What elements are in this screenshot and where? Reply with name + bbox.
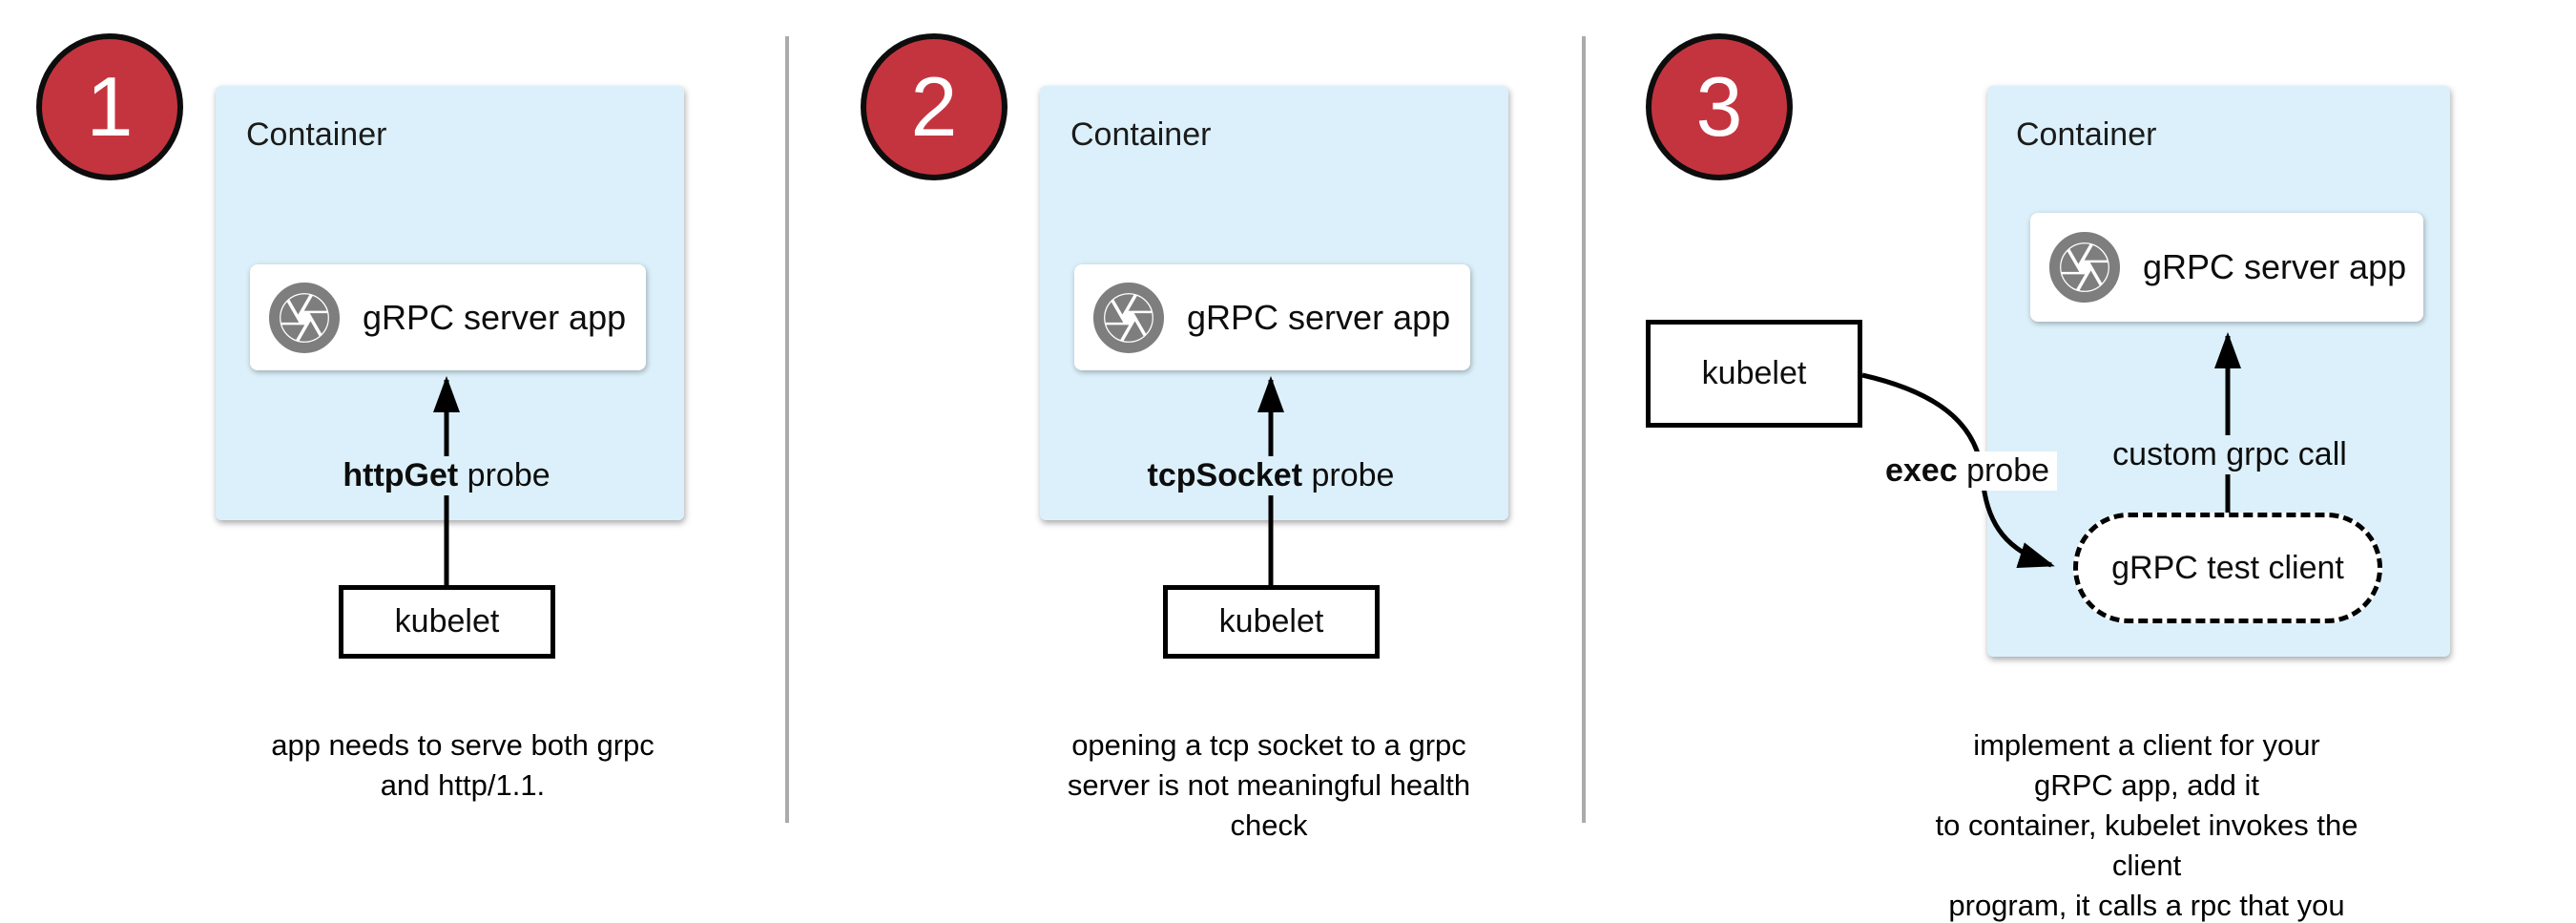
grpc-server-app-label: gRPC server app — [1187, 297, 1451, 337]
step-number: 1 — [86, 59, 134, 154]
probe-label-1: httpGet probe — [335, 456, 558, 496]
probe-word: probe — [1957, 452, 2050, 489]
probe-word: probe — [458, 457, 551, 493]
probe-label-3: exec probe — [1877, 451, 2058, 492]
camera-aperture-icon — [2049, 232, 2120, 303]
grpc-server-app-label: gRPC server app — [2143, 247, 2407, 286]
probe-type: httpGet — [343, 457, 459, 493]
kubelet-label: kubelet — [1218, 603, 1324, 640]
grpc-server-app-card: gRPC server app — [250, 264, 646, 370]
probe-word: probe — [1302, 457, 1395, 493]
step-number: 2 — [910, 59, 958, 154]
container-label: Container — [2016, 116, 2157, 153]
step-badge-3: 3 — [1646, 33, 1793, 180]
container-label: Container — [246, 116, 387, 153]
step-badge-2: 2 — [861, 33, 1008, 180]
panel-divider — [1582, 36, 1586, 823]
step-number: 3 — [1695, 59, 1743, 154]
panel-caption-1: app needs to serve both grpc and http/1.… — [271, 728, 654, 802]
camera-aperture-icon — [269, 282, 340, 353]
probe-type: tcpSocket — [1147, 457, 1303, 493]
custom-grpc-call-label: custom grpc call — [2105, 435, 2355, 475]
kubelet-box-3: kubelet — [1646, 320, 1862, 428]
camera-aperture-icon — [1093, 282, 1164, 353]
grpc-test-client-label: gRPC test client — [2111, 549, 2344, 586]
kubelet-label: kubelet — [394, 603, 500, 640]
kubelet-label: kubelet — [1701, 355, 1807, 391]
grpc-server-app-card: gRPC server app — [1074, 264, 1470, 370]
panel-caption-2: opening a tcp socket to a grpc server is… — [1067, 728, 1471, 842]
grpc-server-app-card: gRPC server app — [2030, 213, 2423, 322]
kubelet-box-2: kubelet — [1163, 585, 1380, 659]
step-badge-1: 1 — [36, 33, 183, 180]
probe-type: exec — [1884, 452, 1958, 489]
probe-label-2: tcpSocket probe — [1139, 456, 1402, 496]
panel-divider — [785, 36, 789, 823]
kubelet-box-1: kubelet — [339, 585, 555, 659]
grpc-server-app-label: gRPC server app — [363, 297, 627, 337]
panel-caption-3: implement a client for your gRPC app, ad… — [1935, 728, 2358, 922]
grpc-test-client-box: gRPC test client — [2073, 513, 2382, 623]
container-label: Container — [1070, 116, 1212, 153]
